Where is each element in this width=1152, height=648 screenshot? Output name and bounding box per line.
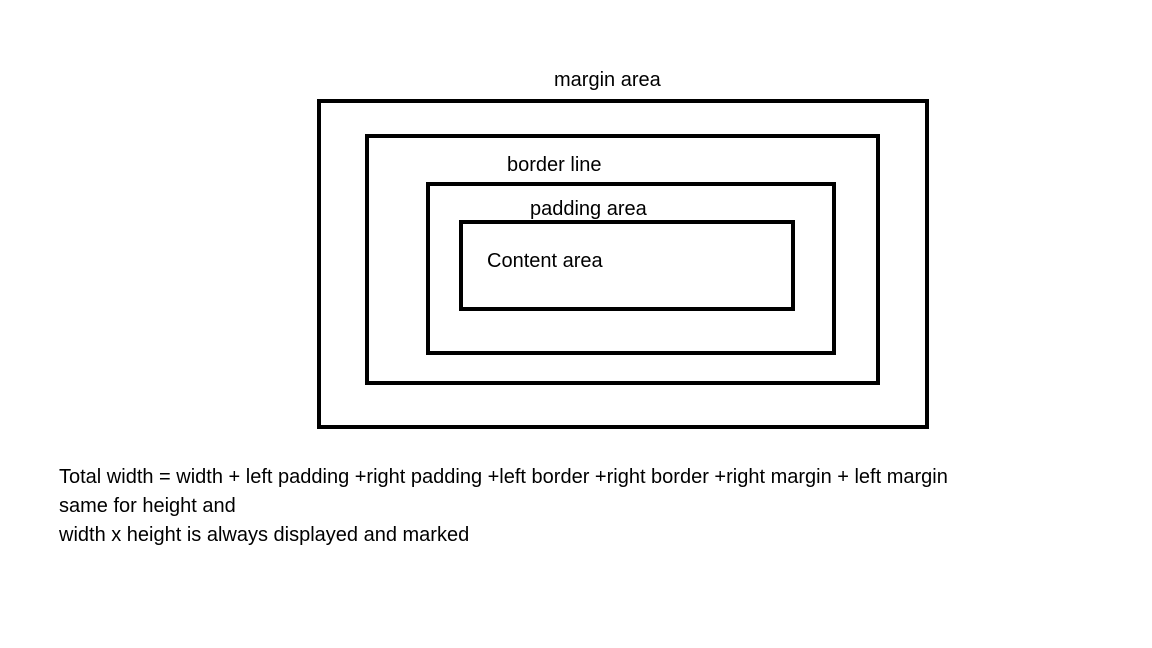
height-note: same for height and: [59, 495, 236, 517]
border-box: [365, 134, 880, 385]
padding-area-label: padding area: [530, 198, 647, 220]
margin-area-label: margin area: [554, 69, 661, 91]
margin-box: [317, 99, 929, 429]
content-box: [459, 220, 795, 311]
total-width-formula: Total width = width + left padding +righ…: [59, 466, 948, 488]
content-area-label: Content area: [487, 250, 603, 272]
padding-box: [426, 182, 836, 355]
display-note: width x height is always displayed and m…: [59, 524, 470, 546]
border-line-label: border line: [507, 154, 602, 176]
formula-notes: Total width = width + left padding +righ…: [59, 463, 948, 550]
